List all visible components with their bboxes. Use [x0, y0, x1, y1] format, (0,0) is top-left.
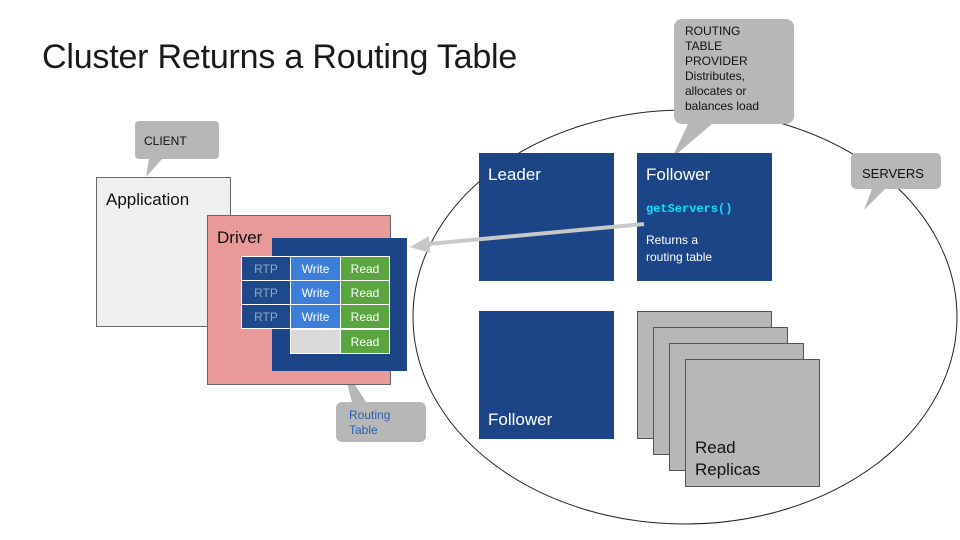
- read-cell: Read: [340, 280, 390, 305]
- follower-bottom-box: Follower: [479, 311, 614, 439]
- rtp-callout-line: ROUTING: [685, 24, 741, 38]
- follower-top-box: Follower getServers() Returns a routing …: [637, 153, 772, 281]
- client-callout-bubble: [135, 121, 219, 177]
- routing-table-callout-line: Table: [349, 423, 378, 437]
- follower-top-desc-line: Returns a: [646, 233, 699, 247]
- rtp-callout-line: balances load: [685, 99, 760, 113]
- driver-label: Driver: [217, 228, 263, 247]
- rtp-callout-text: ROUTING TABLE PROVIDER Distributes, allo…: [685, 24, 759, 114]
- rtp-cell: RTP: [241, 304, 291, 329]
- blank-cell: [290, 329, 341, 354]
- read-replicas-label: Read Replicas: [695, 437, 760, 481]
- read-cell: Read: [340, 256, 390, 281]
- routing-table-callout-bubble: [336, 364, 426, 442]
- client-callout-label: CLIENT: [144, 134, 187, 148]
- rtp-callout-line: TABLE: [685, 39, 723, 53]
- application-label: Application: [106, 190, 190, 209]
- rtp-callout-line: Distributes,: [685, 69, 746, 83]
- servers-callout-label: SERVERS: [862, 166, 924, 181]
- follower-bottom-label: Follower: [488, 410, 553, 429]
- read-replicas-label-line: Read: [695, 438, 736, 457]
- leader-label: Leader: [488, 165, 541, 184]
- rtp-cell: RTP: [241, 256, 291, 281]
- write-cell: Write: [290, 280, 341, 305]
- follower-top-description: Returns a routing table: [646, 232, 712, 266]
- leader-box: Leader: [479, 153, 614, 281]
- rtp-cell: RTP: [241, 280, 291, 305]
- follower-top-desc-line: routing table: [646, 250, 713, 264]
- routing-table-callout-text: Routing Table: [349, 408, 390, 438]
- write-cell: Write: [290, 256, 341, 281]
- rtp-callout-line: PROVIDER: [685, 54, 748, 68]
- routing-table-callout-line: Routing: [349, 408, 391, 422]
- get-servers-code: getServers(): [646, 202, 733, 216]
- rtp-callout-bubble: [672, 19, 794, 158]
- servers-callout-bubble: [851, 153, 941, 210]
- read-replicas-label-line: Replicas: [695, 460, 761, 479]
- read-replica-card-front: Read Replicas: [685, 359, 820, 487]
- rtp-callout-line: allocates or: [685, 84, 747, 98]
- follower-top-label: Follower: [646, 165, 711, 184]
- read-cell: Read: [340, 304, 390, 329]
- page-title: Cluster Returns a Routing Table: [42, 38, 518, 76]
- read-cell: Read: [340, 329, 390, 354]
- write-cell: Write: [290, 304, 341, 329]
